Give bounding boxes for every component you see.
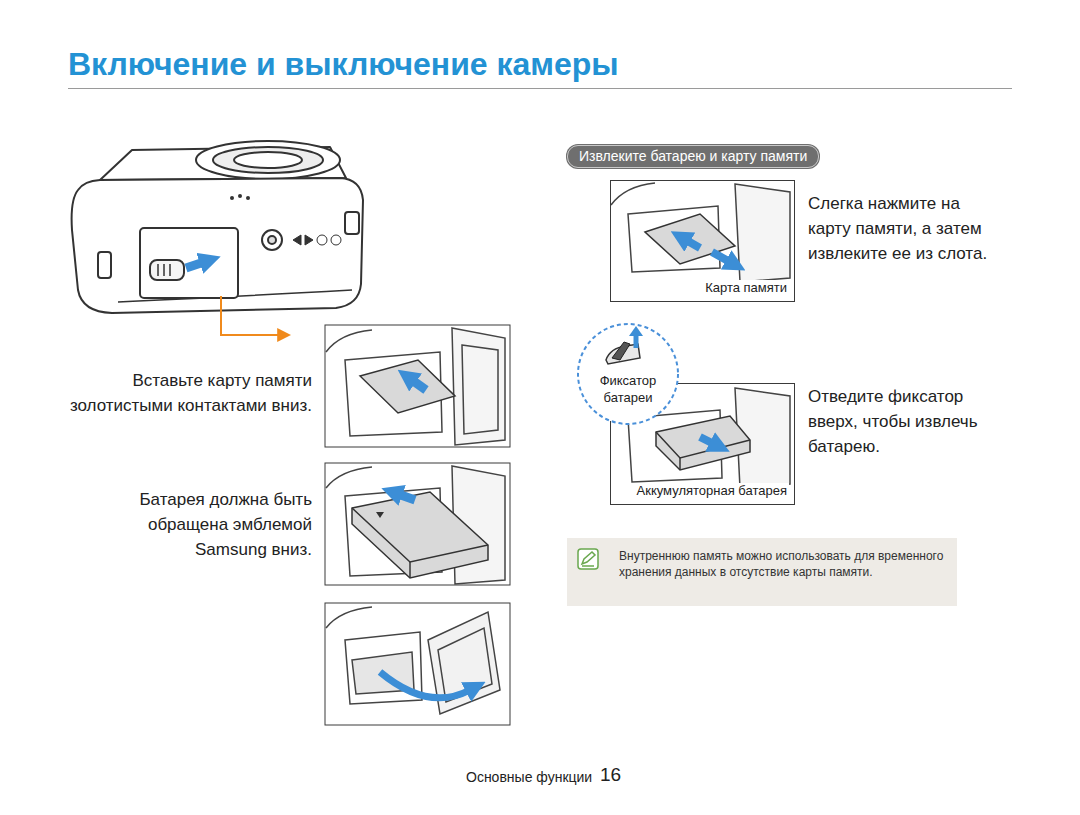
illustration-frame: Карта памяти [610,180,795,302]
instruction-text: Отведите фиксатор вверх, чтобы извлечь б… [808,384,998,459]
callout-circle: Фиксатор батареи [576,322,680,426]
page-number: 16 [600,764,621,786]
note-icon [577,548,599,570]
footer-section: Основные функции [466,768,592,786]
callout-circle-text: Фиксатор батареи [586,372,670,406]
instruction-text: Вставьте карту памяти золотистыми контак… [62,368,312,418]
page-title: Включение и выключение камеры [68,46,619,83]
instruction-text: Батарея должна быть обращена эмблемой Sa… [77,487,312,562]
title-rule [68,88,1012,89]
section-header-text: Извлеките батарею и карту памяти [579,148,807,165]
note-box: Внутреннюю память можно использовать для… [567,538,957,606]
illustration-frame-text: Аккумуляторная батарея [635,483,789,499]
note-box-text: Внутреннюю память можно использовать для… [619,548,945,580]
section-header: Извлеките батарею и карту памяти [567,145,819,168]
instruction-text: Слегка нажмите на карту памяти, а затем … [808,191,1000,266]
illustration-frame-text: Карта памяти [703,280,789,296]
